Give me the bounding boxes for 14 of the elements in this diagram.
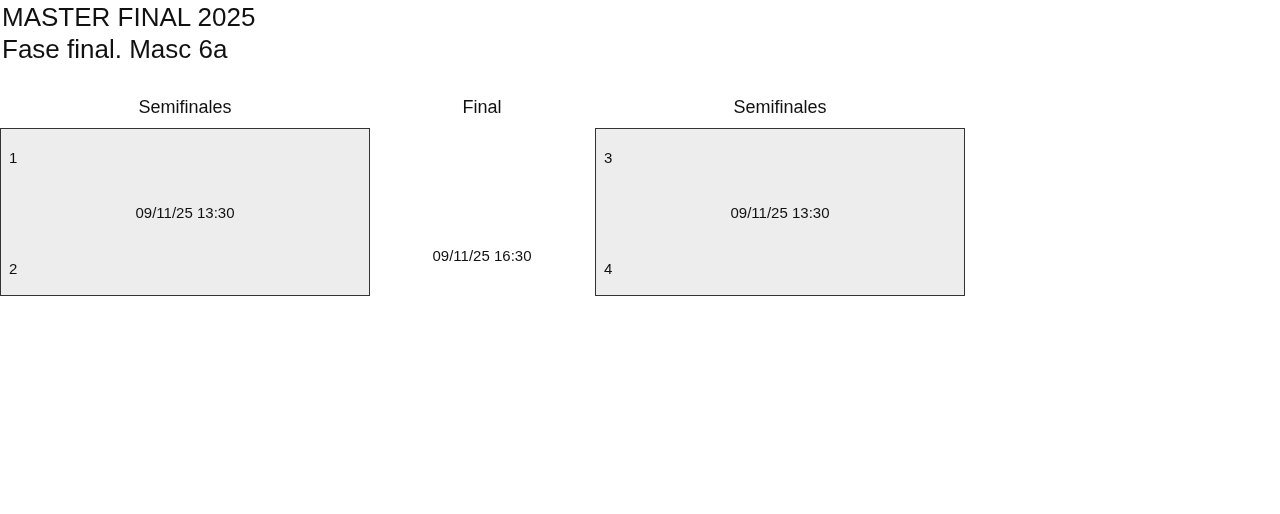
seed-number: 1 xyxy=(9,149,18,167)
match-time: 09/11/25 13:30 xyxy=(135,204,235,222)
match-time: 09/11/25 16:30 xyxy=(432,247,532,265)
match-box xyxy=(595,128,965,296)
column-heading: Semifinales xyxy=(138,96,232,118)
title: MASTER FINAL 2025 xyxy=(2,2,256,32)
column-heading: Final xyxy=(462,96,502,118)
column-heading: Semifinales xyxy=(733,96,827,118)
match-time: 09/11/25 13:30 xyxy=(730,204,830,222)
seed-number: 2 xyxy=(9,260,18,278)
subtitle: Fase final. Masc 6a xyxy=(2,34,228,65)
seed-number: 3 xyxy=(604,149,613,167)
seed-number: 4 xyxy=(604,260,613,278)
match-box xyxy=(0,128,370,296)
